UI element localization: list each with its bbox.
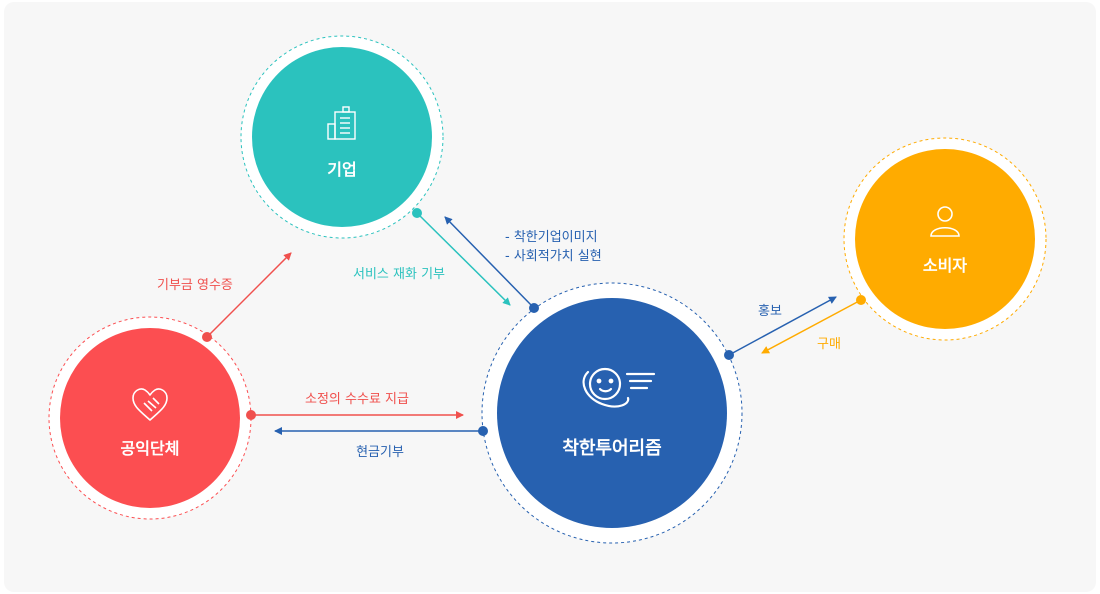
donation-receipt-flow: 기부금 영수증	[157, 252, 292, 342]
service-donation-arrow	[416, 212, 511, 306]
brand-benefits-line1: - 착한기업이미지	[505, 230, 598, 245]
brand-benefits-dot	[529, 303, 539, 313]
promotion-flow: 홍보	[724, 296, 837, 360]
purchase-flow: 구매	[761, 295, 866, 354]
purchase-arrow	[761, 299, 862, 354]
purchase-dot	[856, 295, 866, 305]
building-icon	[327, 106, 356, 140]
consumer-label: 소비자	[923, 256, 967, 275]
brand-benefits-arrow	[444, 216, 535, 309]
cash-donation-flow: 현금기부	[274, 426, 488, 460]
platform-label: 착한투어리즘	[562, 438, 661, 459]
service-donation-dot	[412, 208, 422, 218]
donation-receipt-label: 기부금 영수증	[157, 278, 233, 293]
promotion-label: 홍보	[758, 304, 782, 319]
purchase-label: 구매	[817, 337, 841, 352]
promotion-arrow	[728, 296, 837, 356]
company-label: 기업	[327, 160, 356, 179]
person-icon	[930, 206, 960, 237]
cash-donation-dot	[478, 426, 488, 436]
donation-receipt-dot	[202, 332, 212, 342]
smiling-planet-icon	[582, 367, 656, 408]
brand-benefits-flow: - 착한기업이미지 - 사회적가치 실현	[444, 216, 602, 313]
company-circle	[252, 47, 432, 227]
promotion-dot	[724, 350, 734, 360]
consumer-node: 소비자	[843, 137, 1047, 341]
handshake-heart-icon	[132, 388, 168, 421]
brand-benefits-line2: - 사회적가치 실현	[505, 249, 602, 264]
nonprofit-circle	[60, 328, 240, 508]
nonprofit-node: 공익단체	[48, 316, 252, 520]
fee-payment-label: 소정의 수수료 지급	[305, 392, 409, 407]
donation-receipt-arrow	[206, 252, 292, 338]
service-donation-label: 서비스 재화 기부	[353, 267, 445, 282]
company-node: 기업	[240, 35, 444, 239]
fee-payment-flow: 소정의 수수료 지급	[246, 392, 464, 420]
platform-node: 착한투어리즘	[481, 282, 743, 544]
consumer-circle	[855, 149, 1035, 329]
fee-payment-dot	[246, 410, 256, 420]
cash-donation-label: 현금기부	[356, 445, 404, 460]
nonprofit-label: 공익단체	[121, 439, 180, 458]
service-donation-flow: 서비스 재화 기부	[353, 208, 511, 306]
platform-circle	[497, 298, 727, 528]
